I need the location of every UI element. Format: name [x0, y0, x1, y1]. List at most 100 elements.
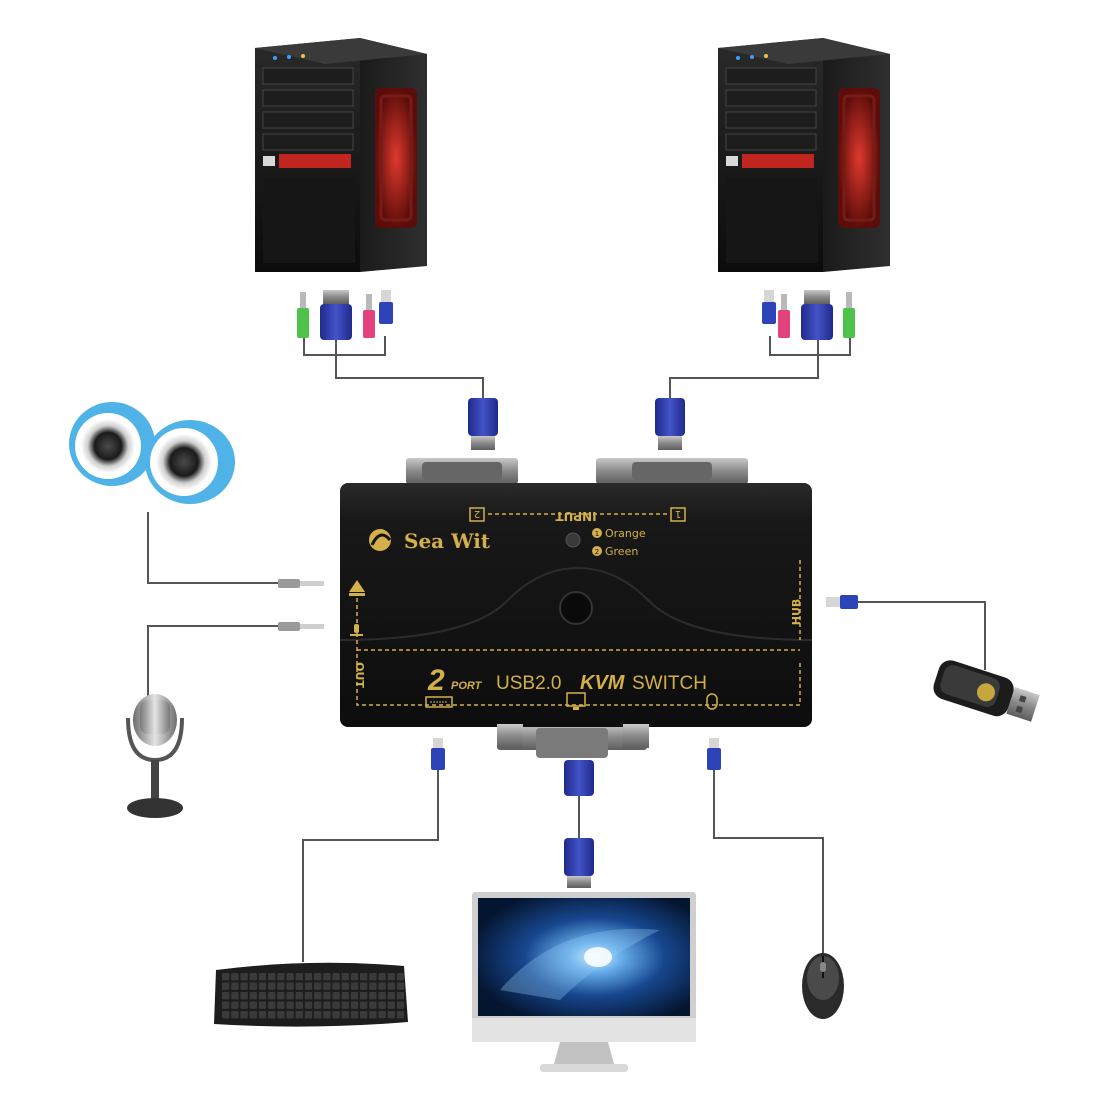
keyboard-key [249, 1001, 257, 1009]
mouse-port-icon [706, 693, 718, 710]
keyboard-key [350, 1011, 359, 1019]
keyboard-key [332, 973, 340, 981]
keyboard-key [378, 1011, 386, 1019]
keyboard-key [304, 1001, 313, 1009]
pc2-cable-line [769, 336, 851, 356]
keyboard-key [249, 1011, 257, 1019]
keyboard-key [341, 1011, 349, 1019]
keyboard-key [314, 1001, 322, 1009]
keyboard-key [332, 1001, 340, 1009]
keyboard-key [295, 973, 303, 981]
keyboard-key [323, 1001, 331, 1009]
keyboard-key [240, 973, 248, 981]
keyboard-key [387, 982, 395, 990]
keyboard-key [341, 1001, 349, 1009]
title-number: 2 [427, 664, 445, 697]
keyboard-key [222, 982, 230, 990]
keyboard-key [268, 1011, 276, 1019]
out-label: OUT [353, 662, 366, 688]
led-legend-orange: Orange [605, 527, 646, 540]
title-usb: USB2.0 [496, 673, 561, 694]
keyboard-cable-line [302, 770, 439, 962]
keyboard-port-icon [425, 696, 453, 708]
title-switch: SWITCH [632, 673, 707, 694]
keyboard-key [396, 973, 405, 981]
keyboard-key [286, 973, 294, 981]
keyboard-key [323, 1011, 331, 1019]
keyboard-key [378, 1001, 386, 1009]
keyboard-key [378, 982, 386, 990]
keyboard-key [222, 1001, 230, 1009]
port-switch-button[interactable] [559, 591, 593, 625]
keyboard-key [360, 973, 368, 981]
keyboard-key [369, 1011, 377, 1019]
keyboard-key [314, 992, 322, 1000]
keyboard-key [286, 1001, 294, 1009]
port-2-badge [469, 507, 485, 522]
keyboard-key [378, 992, 386, 1000]
audio-plug-pink-icon [363, 294, 375, 338]
keyboard-key [249, 973, 257, 981]
port-2-label: 2 [474, 508, 480, 519]
keyboard-key [314, 982, 322, 990]
keyboard-key [396, 982, 405, 990]
legend-number-1-icon [592, 528, 602, 538]
audio-plug-green-icon [843, 292, 855, 338]
keyboard-key [387, 973, 395, 981]
port-1-label: 1 [675, 508, 681, 519]
kvm-switch: Sea Wit INPUT 2 1 1 Orange 2 Green HUB O… [339, 458, 813, 758]
keyboard-key [222, 973, 230, 981]
keyboard-key [304, 1011, 313, 1019]
keyboard-key [341, 992, 349, 1000]
keyboard-key [231, 1001, 239, 1009]
keyboard-key [350, 982, 359, 990]
sea-wit-logo-icon [369, 529, 391, 551]
keyboard-icon [214, 962, 408, 1027]
audio-plug-pink-icon [778, 294, 790, 338]
keyboard-key [369, 982, 377, 990]
keyboard-key [286, 992, 294, 1000]
usb-plug-hub [826, 595, 858, 609]
vga-plug-output [564, 760, 594, 888]
monitor-port-icon [566, 692, 586, 710]
keyboard-key [350, 992, 359, 1000]
keyboard-key [268, 973, 276, 981]
mic-cable-line [147, 625, 278, 700]
pc-tower-1 [255, 38, 427, 272]
hub-label: HUB [790, 599, 803, 626]
legend-number-2-icon [592, 546, 602, 556]
vga-plug-icon [801, 290, 833, 340]
usb-plug-keyboard [431, 738, 445, 770]
keyboard-key [360, 982, 368, 990]
keyboard-key [240, 982, 248, 990]
keyboard-key [249, 982, 257, 990]
vga-plug-input-2 [468, 398, 498, 450]
keyboard-key [222, 1011, 230, 1019]
title-kvm: KVM [580, 672, 626, 694]
speaker-cable-line [147, 512, 278, 584]
keyboard-key [369, 973, 377, 981]
connection-lines [147, 336, 986, 962]
keyboard-key [396, 1001, 405, 1009]
keyboard-key [387, 992, 395, 1000]
keyboard-key [332, 992, 340, 1000]
brand-name: Sea Wit [404, 529, 491, 553]
keyboard-key [332, 982, 340, 990]
keyboard-key [360, 992, 368, 1000]
vga-plug-input-1 [655, 398, 685, 450]
mouse-icon [802, 953, 844, 1019]
audio-plug-mic [278, 622, 324, 631]
keyboard-key [295, 1001, 303, 1009]
keyboard-key [323, 973, 331, 981]
keyboard-key [295, 982, 303, 990]
keyboard-key [314, 973, 322, 981]
title-port: PORT [451, 680, 483, 692]
pc1-cable-line [303, 336, 386, 356]
keyboard-key [268, 992, 276, 1000]
keyboard-key [387, 1001, 395, 1009]
keyboard-key [240, 1011, 248, 1019]
keyboard-key [231, 992, 239, 1000]
speakers-icon [69, 402, 235, 504]
legend-number-2: 2 [595, 548, 599, 556]
usb-port-keyboard [497, 724, 523, 748]
